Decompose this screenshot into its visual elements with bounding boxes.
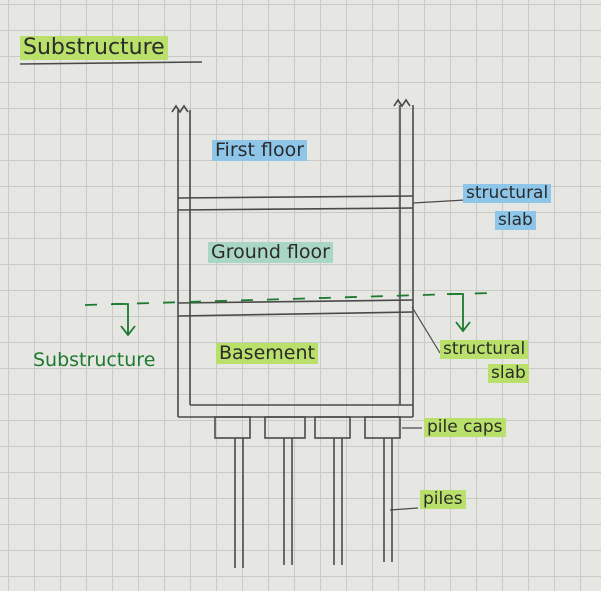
ground-level-line (84, 292, 491, 337)
page-title: Substructure (20, 35, 168, 61)
title-underline (19, 61, 203, 65)
label-structural-lower-2: slab (488, 364, 529, 383)
walls (171, 98, 414, 417)
break-symbol-left (171, 104, 189, 114)
arrow-down-icon (112, 303, 136, 337)
label-first-floor: First floor (212, 140, 308, 161)
label-structural-upper-1: structural (463, 184, 552, 203)
label-structural-lower-1: structural (440, 340, 529, 359)
label-ground-floor: Ground floor (208, 242, 333, 263)
label-substructure: Substructure (33, 349, 156, 371)
label-piles: piles (420, 490, 466, 509)
arrow-down-icon (447, 293, 471, 333)
label-structural-upper-2: slab (495, 211, 536, 230)
leader-lines (389, 199, 466, 511)
label-basement: Basement (216, 343, 318, 364)
break-symbol-right (393, 98, 411, 108)
slabs (177, 195, 414, 418)
pile-caps (214, 416, 401, 439)
label-pile-caps: pile caps (424, 418, 506, 437)
piles (234, 438, 393, 568)
